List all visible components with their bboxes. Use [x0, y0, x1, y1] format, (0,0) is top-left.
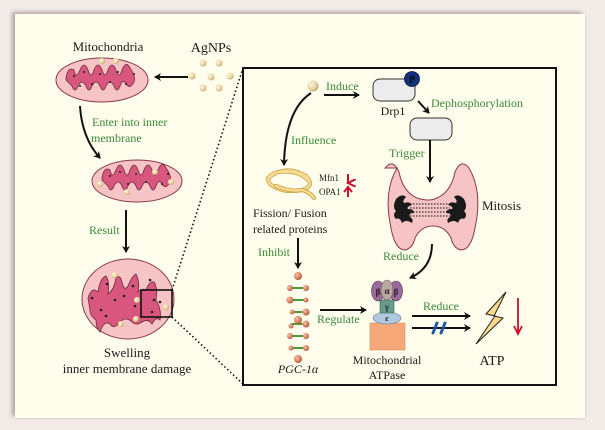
zoom-region-box — [140, 289, 173, 318]
induce-label: Induce — [326, 79, 359, 93]
mitosis-cell-icon — [383, 163, 479, 251]
atp-energy-bolt-icon — [475, 291, 507, 345]
subunit-epsilon: ε — [385, 314, 389, 323]
subunit-beta-right: β — [394, 287, 399, 297]
zoom-line-bottom — [171, 316, 244, 385]
mitochondrion-swollen-icon — [81, 258, 175, 340]
atpase-label-line1: Mitochondrial — [353, 353, 422, 367]
mitochondrion-entered-icon — [91, 159, 183, 203]
zoom-line-top — [171, 67, 244, 291]
enter-label-line2: membrane — [91, 131, 142, 145]
swelling-label-line2: inner membrane damage — [63, 361, 192, 376]
drp1-dephosphorylated-icon — [409, 117, 453, 141]
fission-fusion-protein-icon — [266, 168, 316, 200]
atp-down-arrow-icon — [513, 298, 523, 337]
phosphate-badge-icon — [404, 71, 420, 87]
detail-panel-frame — [242, 67, 557, 386]
mitochondria-label: Mitochondria — [73, 39, 144, 54]
dephosphorylation-arrow — [417, 100, 430, 114]
enter-label-line1: Enter into inner — [92, 115, 167, 129]
result-label: Result — [89, 223, 120, 237]
mitochondrion-normal-icon — [55, 57, 149, 103]
trigger-label: Trigger — [389, 146, 425, 160]
enter-arrow — [79, 105, 101, 159]
drp1-label: Drp1 — [381, 104, 406, 118]
fission-label-line2: related proteins — [253, 222, 328, 236]
atpase-label-line2: ATPase — [369, 368, 406, 382]
agnps-cluster-icon — [188, 59, 234, 92]
influence-arrow — [280, 92, 312, 166]
subunit-beta-left: β — [376, 287, 381, 297]
block-mark-icon — [431, 321, 447, 335]
mitosis-label: Mitosis — [482, 198, 521, 213]
influence-label: Influence — [291, 133, 336, 147]
regulate-label: Regulate — [317, 312, 360, 326]
swelling-label-line1: Swelling — [104, 345, 151, 360]
phosphate-badge-label: P — [409, 75, 415, 86]
subunit-alpha: α — [384, 286, 389, 296]
inhibit-label: Inhibit — [258, 245, 291, 259]
pgc1a-dna-icon — [286, 272, 310, 363]
atp-label: ATP — [480, 354, 505, 369]
subunit-gamma: γ — [384, 302, 390, 312]
reduce-arrow-atpase — [409, 243, 433, 280]
drp1-phosphorylated-icon — [372, 78, 416, 102]
agnps-label: AgNPs — [191, 41, 231, 56]
atp-synthase-icon — [369, 279, 406, 351]
dephosphorylation-label: Dephosphorylation — [431, 96, 523, 110]
opa1-up-arrow-icon — [343, 185, 353, 197]
reduce-label-2: Reduce — [423, 299, 459, 313]
fission-label-line1: Fission/ Fusion — [253, 206, 327, 220]
opa1-label: OPA1 — [319, 187, 341, 197]
mfn1-label: Mfn1 — [319, 173, 339, 183]
reduce-label-1: Reduce — [383, 249, 419, 263]
pgc1a-label: PGC-1α — [277, 362, 319, 376]
agnp-particle-icon — [307, 80, 319, 92]
